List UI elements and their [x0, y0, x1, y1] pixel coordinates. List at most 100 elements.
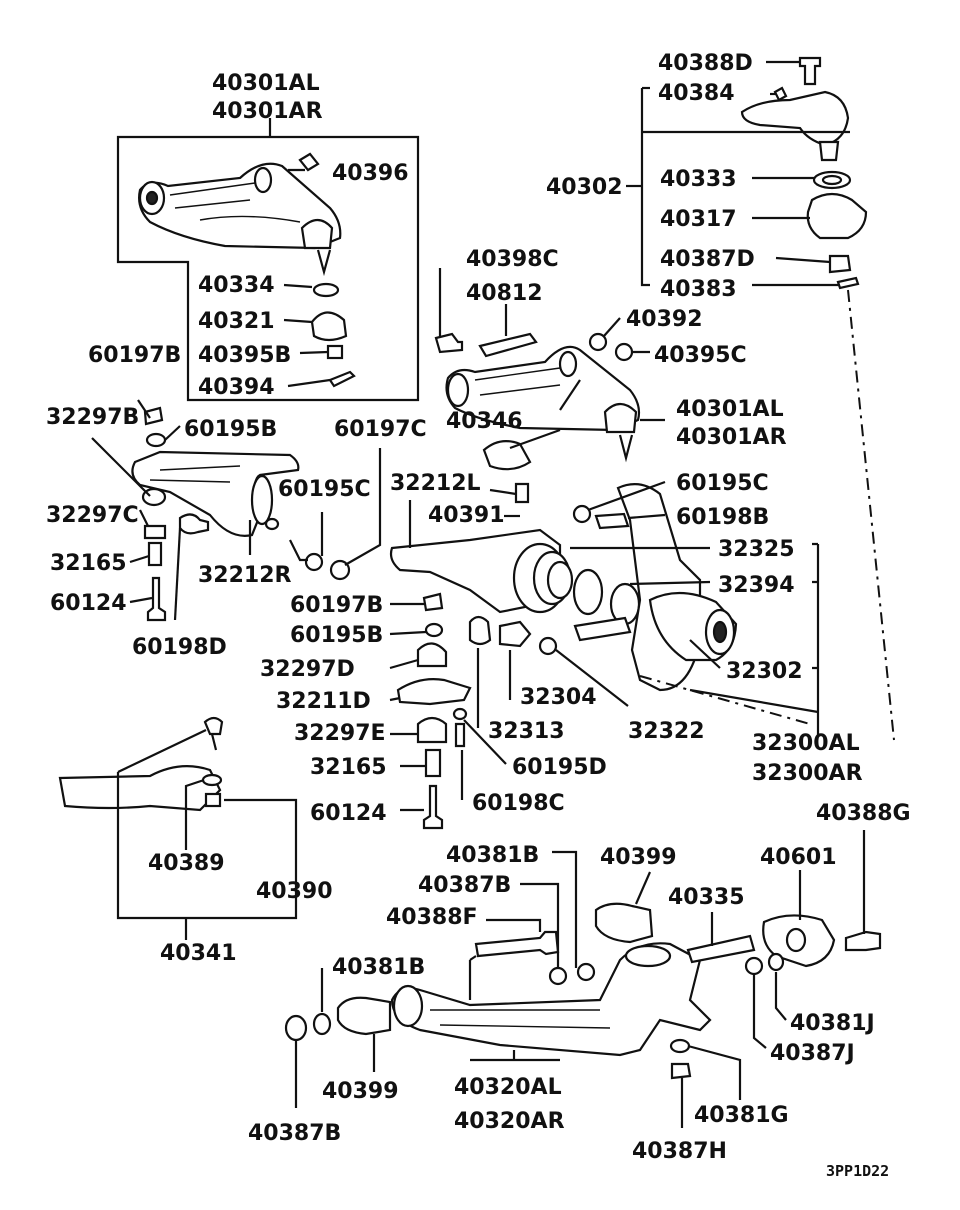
label-40388g: 40388G: [816, 801, 911, 826]
leader-line: [468, 955, 560, 1062]
label-60195b-b: 60195B: [290, 623, 383, 648]
part-60197c: [329, 559, 351, 581]
label-40301al-b: 40301AL: [676, 397, 784, 422]
leader-line: [389, 658, 419, 670]
part-40381g: [669, 1038, 691, 1054]
part-60195c-nut: [304, 552, 324, 572]
leader-line: [489, 488, 517, 496]
leader-line: [634, 871, 652, 905]
label-60195b-a: 60195B: [184, 417, 277, 442]
label-32211d: 32211D: [276, 689, 371, 714]
leader-line: [117, 729, 207, 773]
label-32325: 32325: [718, 537, 795, 562]
part-40346: [482, 439, 532, 471]
leader-line: [552, 850, 578, 968]
part-40395b: [326, 344, 344, 360]
label-40301ar-a: 40301AR: [212, 99, 323, 124]
part-40395c: [614, 342, 634, 362]
label-40388d: 40388D: [658, 51, 753, 76]
leader-line: [137, 399, 151, 419]
leader-line: [775, 256, 831, 264]
label-40389: 40389: [148, 851, 225, 876]
label-40381j: 40381J: [790, 1011, 875, 1036]
part-40387j: [744, 956, 764, 976]
part-60195c: [264, 517, 280, 531]
label-40601: 40601: [760, 845, 837, 870]
label-40398c: 40398C: [466, 247, 559, 272]
part-32297c: [143, 524, 167, 540]
label-60198c: 60198C: [472, 791, 565, 816]
label-60197c: 60197C: [334, 417, 427, 442]
label-40395c: 40395C: [654, 343, 747, 368]
label-32300al: 32300AL: [752, 731, 860, 756]
label-32165-a: 32165: [50, 551, 127, 576]
part-60195b-b: [424, 622, 444, 638]
label-40387j: 40387J: [770, 1041, 855, 1066]
leader-line: [389, 630, 427, 636]
part-40381b-b: [312, 1012, 332, 1036]
leader-line: [129, 596, 153, 604]
label-32302: 32302: [726, 659, 803, 684]
label-40399-b: 40399: [322, 1079, 399, 1104]
knuckle-assembly: [389, 483, 738, 692]
part-40812: [478, 332, 538, 358]
leader-line: [283, 318, 313, 324]
part-32304: [498, 620, 532, 648]
part-40381j: [767, 952, 785, 972]
label-40301ar-b: 40301AR: [676, 425, 787, 450]
lower-control-arm-40320: [390, 942, 712, 1057]
label-40321: 40321: [198, 309, 275, 334]
label-40387b-b: 40387B: [248, 1121, 341, 1146]
label-60195c-b: 60195C: [676, 471, 769, 496]
part-40388g: [844, 930, 882, 952]
label-40392: 40392: [626, 307, 703, 332]
label-40334: 40334: [198, 273, 275, 298]
part-40381b: [576, 962, 596, 982]
leader-line: [689, 639, 721, 669]
label-32297e: 32297E: [294, 721, 386, 746]
part-40398c: [434, 332, 464, 354]
leader-line: [389, 696, 401, 702]
leader-line: [587, 480, 666, 512]
leader-line: [283, 283, 313, 289]
label-32297d: 32297D: [260, 657, 355, 682]
part-40394: [328, 370, 356, 388]
label-32394: 32394: [718, 573, 795, 598]
leader-line: [555, 649, 629, 707]
label-40301al-a: 40301AL: [212, 71, 320, 96]
label-60195c-a: 60195C: [278, 477, 371, 502]
label-32322: 32322: [628, 719, 705, 744]
label-32304: 32304: [520, 685, 597, 710]
leader-line: [287, 378, 331, 388]
part-40391: [514, 482, 530, 504]
part-60195d: [452, 707, 468, 721]
part-40392: [588, 332, 608, 352]
label-40387h: 40387H: [632, 1139, 727, 1164]
leader-line: [173, 527, 182, 621]
label-40381g: 40381G: [694, 1103, 789, 1128]
label-40320al: 40320AL: [454, 1075, 562, 1100]
label-40381b-b: 40381B: [332, 955, 425, 980]
label-32212l: 32212L: [390, 471, 481, 496]
leader-line: [486, 918, 542, 932]
label-60124-a: 60124: [50, 591, 127, 616]
label-40317: 40317: [660, 207, 737, 232]
label-32313: 32313: [488, 719, 565, 744]
leader-line: [559, 379, 581, 411]
leader-line: [627, 513, 666, 520]
label-40346: 40346: [446, 409, 523, 434]
part-60198b: [594, 512, 630, 530]
label-32297b: 32297B: [46, 405, 139, 430]
leader-line: [629, 580, 711, 586]
leader-line: [509, 428, 561, 450]
part-40387b-b: [284, 1014, 308, 1042]
leader-line: [520, 882, 560, 968]
part-32165: [147, 541, 163, 567]
label-60198d: 60198D: [132, 635, 227, 660]
label-40335: 40335: [668, 885, 745, 910]
label-60124-b: 60124: [310, 801, 387, 826]
leader-line: [752, 974, 767, 1049]
label-40384: 40384: [658, 81, 735, 106]
part-32313: [468, 615, 492, 646]
label-40302: 40302: [546, 175, 623, 200]
